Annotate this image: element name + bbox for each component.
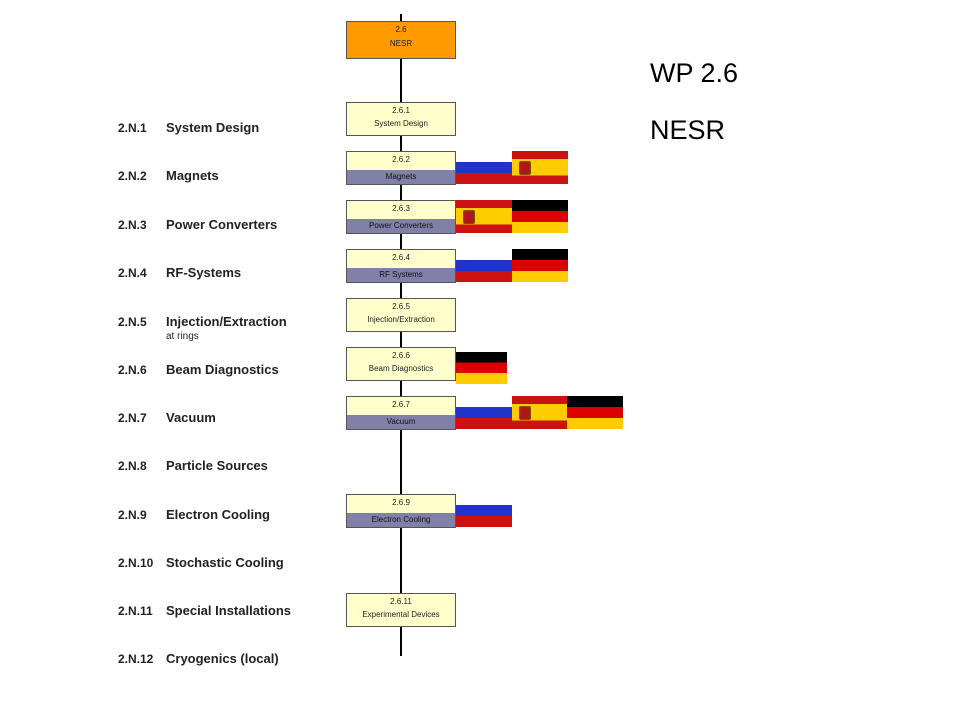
node-label: Magnets — [347, 170, 455, 184]
row-name: RF-Systems — [166, 265, 242, 280]
germany-flag-icon — [456, 352, 507, 384]
row-code: 2.N.2 — [118, 169, 147, 183]
row-subtitle: at rings — [166, 331, 199, 342]
row-code: 2.N.11 — [118, 604, 153, 618]
row-name: Magnets — [166, 168, 219, 183]
germany-flag-icon — [512, 249, 568, 282]
row-name: Power Converters — [166, 217, 278, 232]
row-code: 2.N.6 — [118, 363, 147, 377]
row-code: 2.N.9 — [118, 508, 147, 522]
node-label: Vacuum — [347, 415, 455, 429]
root-node-box: 2.6 NESR — [346, 21, 456, 59]
node-label: RF Systems — [347, 268, 455, 282]
node-code: 2.6.2 — [392, 155, 410, 164]
row-name: Particle Sources — [166, 458, 268, 473]
russia-flag-icon — [456, 396, 512, 429]
row-code: 2.N.4 — [118, 266, 147, 280]
work-package-name: NESR — [650, 115, 726, 145]
node-box-electron-cooling: 2.6.9 Electron Cooling — [346, 494, 456, 528]
node-label: Experimental Devices — [362, 610, 440, 619]
node-code: 2.6 — [395, 25, 407, 34]
germany-flag-icon — [567, 396, 623, 429]
node-code: 2.6.3 — [392, 204, 410, 213]
spain-crest-icon — [519, 406, 531, 420]
node-code: 2.6.1 — [392, 106, 410, 115]
row-name-text: Injection/Extraction — [166, 314, 287, 329]
node-box-power-converters: 2.6.3 Power Converters — [346, 200, 456, 234]
node-label: System Design — [374, 119, 428, 128]
row-code: 2.N.1 — [118, 121, 147, 135]
spain-crest-icon — [463, 210, 475, 224]
row-code: 2.N.12 — [118, 652, 154, 666]
spain-flag-icon — [512, 396, 568, 429]
node-code: 2.6.9 — [392, 498, 410, 507]
row-code: 2.N.7 — [118, 411, 147, 425]
row-code: 2.N.10 — [118, 556, 154, 570]
row-name: Special Installations — [166, 603, 291, 618]
row-code: 2.N.3 — [118, 218, 147, 232]
row-name: Vacuum — [166, 410, 216, 425]
node-box-vacuum: 2.6.7 Vacuum — [346, 396, 456, 430]
node-label: NESR — [389, 39, 413, 48]
row-name: System Design — [166, 120, 260, 135]
node-code: 2.6.5 — [392, 302, 410, 311]
node-label: Beam Diagnostics — [368, 364, 434, 373]
node-code: 2.6.11 — [390, 597, 412, 606]
tree-trunk-line — [400, 14, 402, 656]
germany-flag-icon — [512, 200, 568, 233]
russia-flag-icon — [456, 151, 512, 184]
work-package-title: WP 2.6 — [650, 58, 739, 88]
spain-crest-icon — [519, 161, 531, 175]
row-name: Injection/Extraction at rings — [166, 314, 287, 344]
node-box-magnets: 2.6.2 Magnets — [346, 151, 456, 185]
node-box-beam-diagnostics: 2.6.6 Beam Diagnostics — [346, 347, 456, 381]
node-box-system-design: 2.6.1 System Design — [346, 102, 456, 136]
row-code: 2.N.8 — [118, 459, 147, 473]
node-label: Electron Cooling — [347, 513, 455, 527]
russia-flag-icon — [456, 494, 512, 527]
node-label: Injection/Extraction — [367, 315, 435, 324]
row-name: Electron Cooling — [166, 507, 270, 522]
node-code: 2.6.6 — [392, 351, 410, 360]
row-code: 2.N.5 — [118, 315, 147, 329]
node-box-rf-systems: 2.6.4 RF Systems — [346, 249, 456, 283]
row-name: Beam Diagnostics — [166, 362, 279, 377]
node-code: 2.6.7 — [392, 400, 410, 409]
row-name: Stochastic Cooling — [166, 555, 284, 570]
spain-flag-icon — [512, 151, 568, 184]
spain-flag-icon — [456, 200, 512, 233]
node-label: Power Converters — [347, 219, 455, 233]
node-code: 2.6.4 — [392, 253, 410, 262]
russia-flag-icon — [456, 249, 512, 282]
node-box-experimental-devices: 2.6.11 Experimental Devices — [346, 593, 456, 627]
node-box-injection-extraction: 2.6.5 Injection/Extraction — [346, 298, 456, 332]
row-name: Cryogenics (local) — [166, 651, 279, 666]
